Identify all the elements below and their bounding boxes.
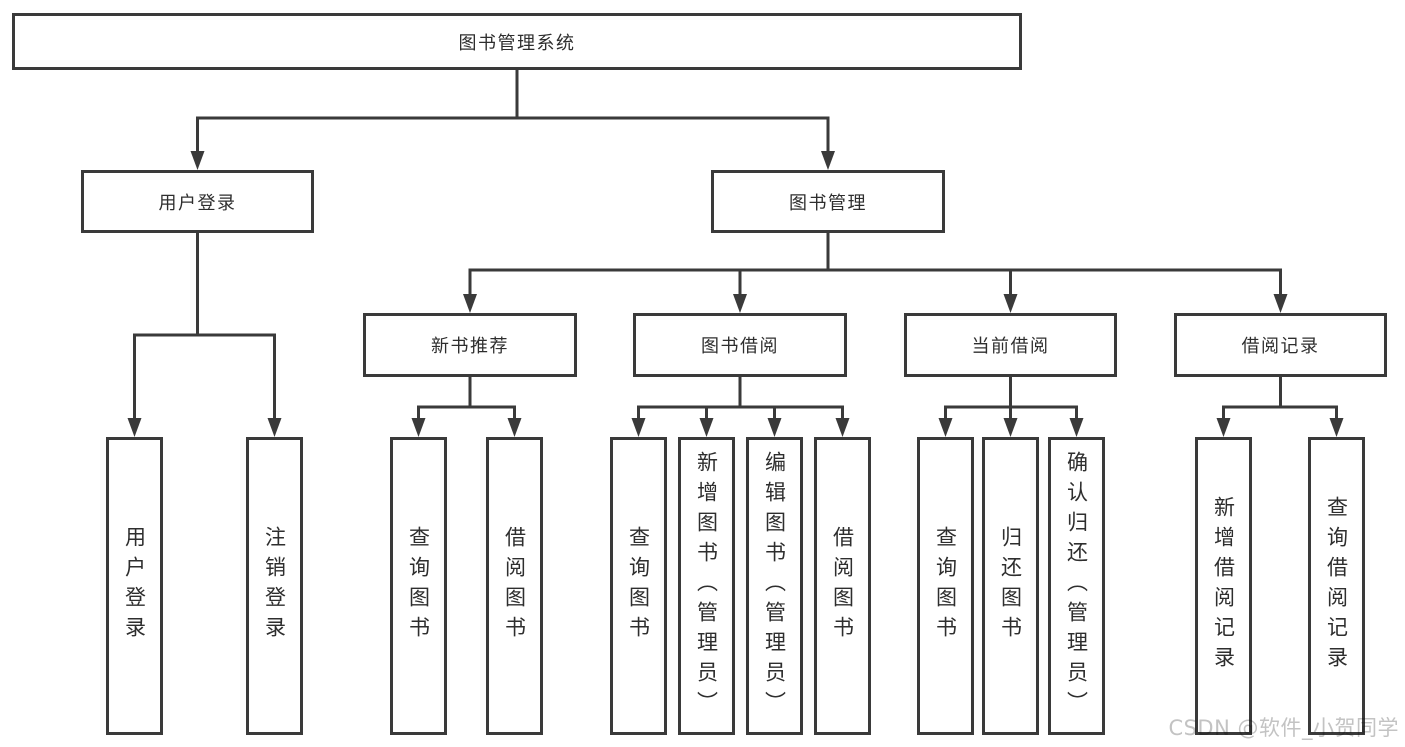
node-mgmt: 图书管理 [711, 170, 945, 233]
arrow-head [1329, 418, 1344, 437]
node-bw-borrow: 借阅图书 [814, 437, 871, 735]
node-user-login: 用户登录 [106, 437, 163, 735]
node-label-mgmt: 图书管理 [789, 192, 867, 214]
node-label-login: 用户登录 [158, 192, 237, 214]
arrow-head [1003, 418, 1018, 437]
node-login: 用户登录 [81, 170, 314, 233]
node-label-nb-borrow: 借阅图书 [502, 526, 527, 646]
node-bw-add: 新增图书（管理员） [678, 437, 735, 735]
node-label-bw-borrow: 借阅图书 [830, 526, 855, 646]
node-label-root: 图书管理系统 [458, 32, 576, 54]
node-newbook: 新书推荐 [363, 313, 577, 377]
node-label-cu-confirm: 确认归还（管理员） [1064, 451, 1089, 721]
arrow-head [1216, 418, 1231, 437]
node-label-cu-return: 归还图书 [998, 526, 1023, 646]
node-label-bw-add: 新增图书（管理员） [694, 451, 719, 721]
arrow-head [1273, 294, 1288, 313]
node-label-borrow: 图书借阅 [701, 336, 779, 357]
arrow-head [463, 294, 477, 313]
node-label-bw-query: 查询图书 [626, 526, 651, 646]
arrow-head [631, 418, 646, 437]
node-label-rc-add: 新增借阅记录 [1211, 496, 1236, 676]
node-label-user-login: 用户登录 [122, 526, 147, 646]
node-root: 图书管理系统 [12, 13, 1022, 70]
node-label-nb-query: 查询图书 [406, 526, 431, 646]
node-logout: 注销登录 [246, 437, 303, 735]
arrow-head [1003, 294, 1018, 313]
arrow-head [699, 418, 714, 437]
node-label-records: 借阅记录 [1241, 336, 1320, 357]
node-borrow: 图书借阅 [633, 313, 847, 377]
node-nb-borrow: 借阅图书 [486, 437, 543, 735]
node-nb-query: 查询图书 [390, 437, 447, 735]
node-label-bw-edit: 编辑图书（管理员） [762, 451, 787, 721]
arrow-head [835, 418, 850, 437]
node-label-cu-query: 查询图书 [933, 526, 958, 646]
node-cu-query: 查询图书 [917, 437, 974, 735]
node-rc-query: 查询借阅记录 [1308, 437, 1365, 735]
arrow-head [127, 418, 142, 437]
node-bw-query: 查询图书 [610, 437, 667, 735]
arrow-head [733, 294, 747, 313]
node-rc-add: 新增借阅记录 [1195, 437, 1252, 735]
arrow-head [1069, 418, 1084, 437]
node-records: 借阅记录 [1174, 313, 1387, 377]
arrow-head [411, 418, 426, 437]
node-bw-edit: 编辑图书（管理员） [746, 437, 803, 735]
node-label-newbook: 新书推荐 [431, 336, 509, 357]
node-label-current: 当前借阅 [971, 336, 1050, 357]
arrow-head [507, 418, 522, 437]
arrow-head [821, 151, 835, 170]
arrow-head [767, 418, 782, 437]
arrow-head [938, 418, 953, 437]
node-current: 当前借阅 [904, 313, 1117, 377]
node-label-logout: 注销登录 [262, 526, 287, 646]
arrow-head [190, 151, 205, 170]
node-cu-return: 归还图书 [982, 437, 1039, 735]
node-label-rc-query: 查询借阅记录 [1324, 496, 1349, 676]
node-cu-confirm: 确认归还（管理员） [1048, 437, 1105, 735]
arrow-head [267, 418, 282, 437]
